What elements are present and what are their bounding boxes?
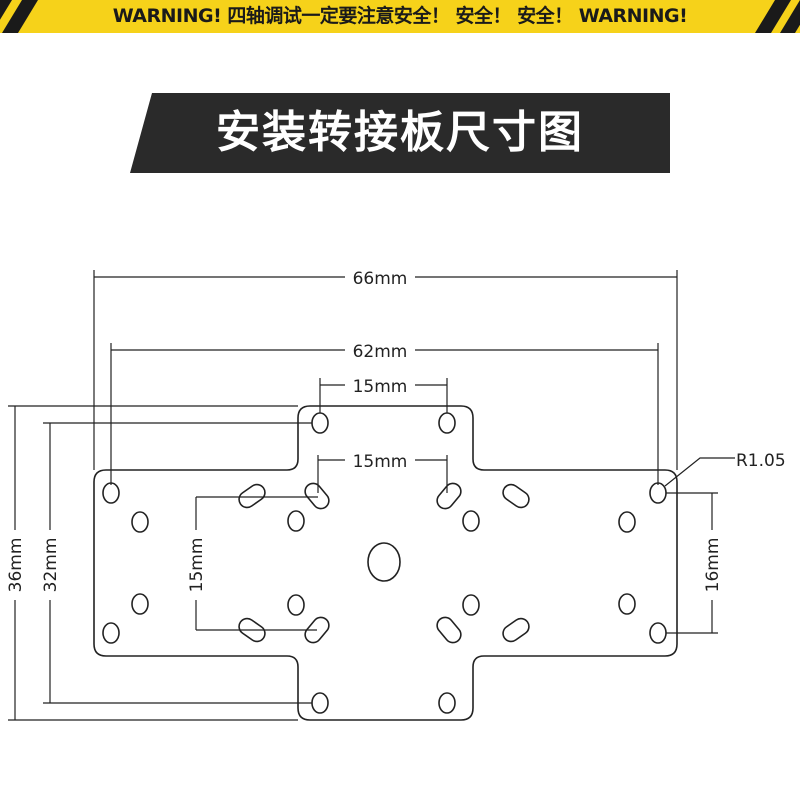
dim-15mm-tab: 15mm: [353, 377, 408, 397]
title-banner: 安装转接板尺寸图: [130, 93, 670, 173]
mounting-holes: [102, 412, 667, 714]
dim-36mm: 36mm: [6, 538, 26, 593]
dim-66mm: 66mm: [353, 269, 408, 289]
warning-text: WARNING! 四轴调试一定要注意安全！ 安全！ 安全！ WARNING!: [112, 5, 688, 27]
dim-15mm-slots: 15mm: [353, 452, 408, 472]
warning-banner: WARNING! 四轴调试一定要注意安全！ 安全！ 安全！ WARNING!: [0, 0, 800, 33]
dimension-label-backgrounds: [4, 266, 723, 600]
plate-outline: [93, 405, 678, 721]
dim-15mm-vertical: 15mm: [187, 538, 207, 593]
dim-16mm: 16mm: [703, 538, 723, 593]
slots: [238, 482, 530, 644]
dim-radius: R1.05: [736, 451, 786, 471]
dimension-lines: [8, 270, 735, 721]
dim-32mm: 32mm: [41, 538, 61, 593]
dim-62mm: 62mm: [353, 342, 408, 362]
page-title: 安装转接板尺寸图: [216, 107, 584, 158]
